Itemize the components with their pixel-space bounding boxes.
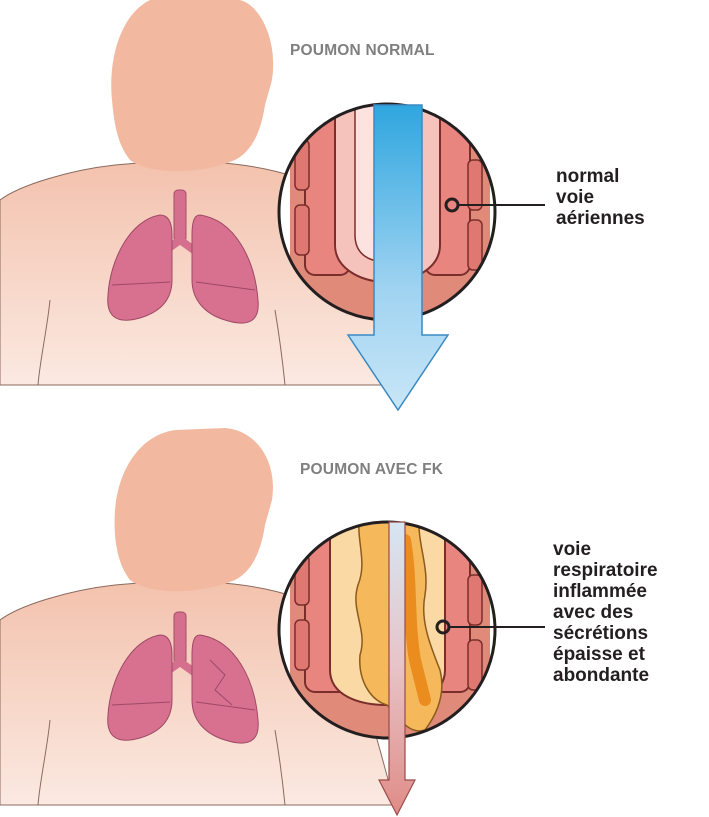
cf-trachea [174,612,186,664]
normal-head [111,0,273,171]
normal-cartilage-left-2 [295,205,309,255]
normal-panel-title: POUMON NORMAL [290,42,435,60]
normal-trachea [174,190,186,242]
normal-cartilage-right [468,160,482,210]
normal-cartilage-right-2 [468,220,482,270]
cf-head [115,428,273,591]
cf-panel-title: POUMON AVEC FK [300,461,443,479]
cf-cartilage-left-2 [295,620,309,670]
cf-airway-label: voie respiratoire inflammée avec des séc… [553,539,658,686]
normal-airway-label: normal voie aériennes [556,166,645,229]
cf-cartilage-right [468,575,482,625]
